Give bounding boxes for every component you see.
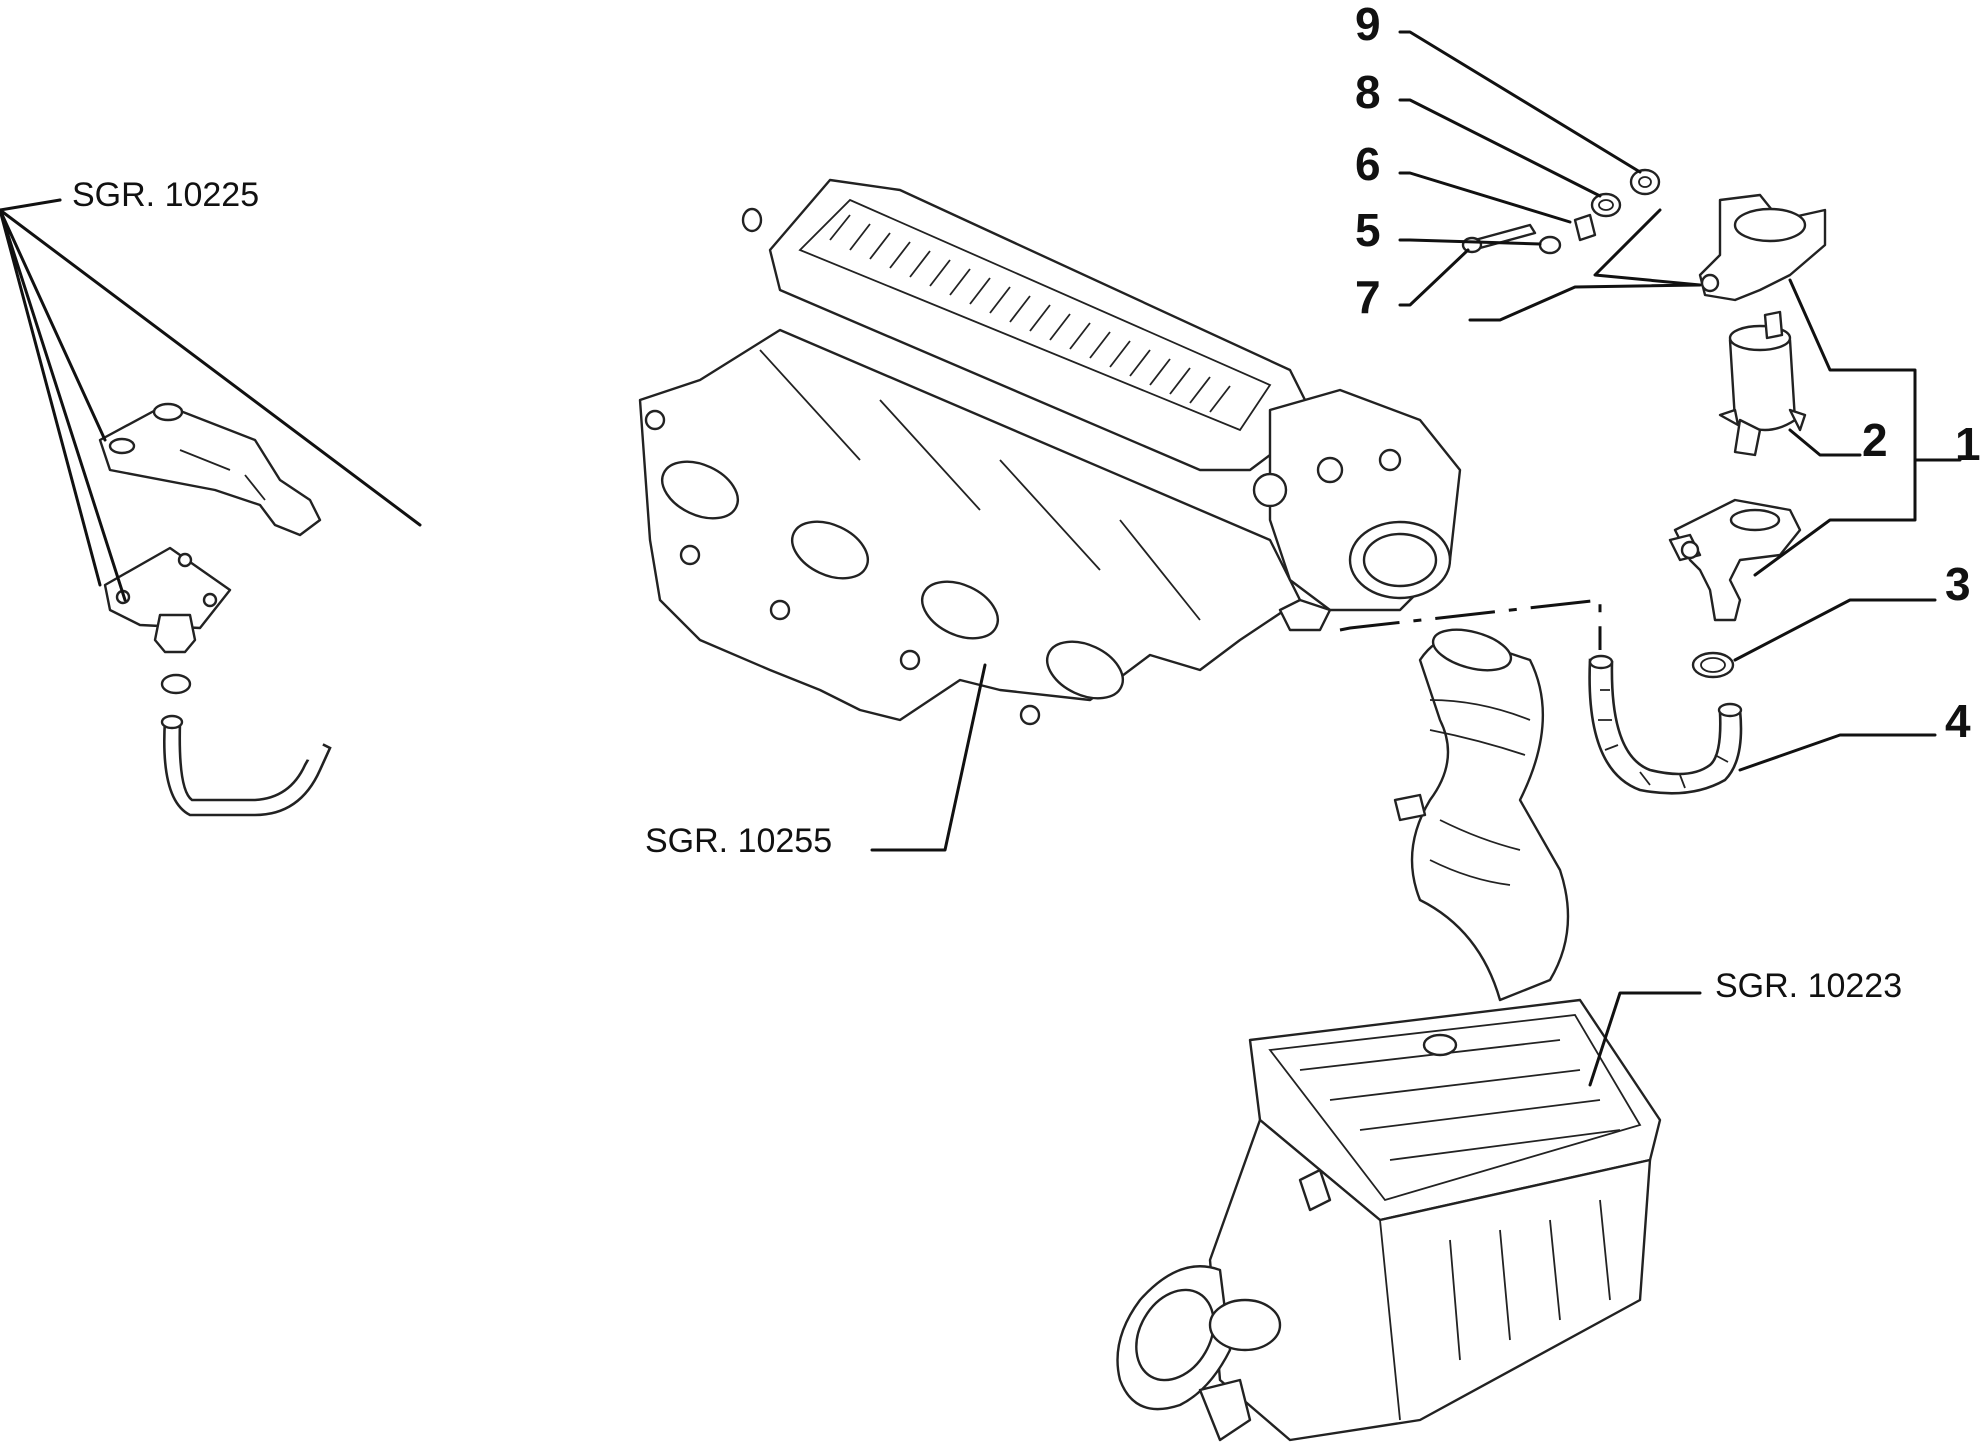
long-vacuum-hose	[302, 179, 763, 760]
callout-7: 7	[1355, 271, 1381, 323]
callout-4: 4	[1945, 695, 1971, 747]
callout-1: 1	[1955, 418, 1981, 470]
idle-air-valve-parts	[1461, 168, 1827, 795]
sgr-10255-label: SGR. 10255	[645, 822, 832, 860]
callout-3: 3	[1945, 558, 1971, 610]
flange-ports	[644, 409, 1124, 726]
callout-8: 8	[1355, 66, 1381, 118]
leader-lines	[0, 30, 1962, 1087]
pressure-sensor-assembly	[98, 402, 332, 817]
air-duct-and-filter	[1116, 628, 1662, 1442]
callout-2: 2	[1862, 414, 1888, 466]
sgr-10223-label: SGR. 10223	[1715, 967, 1902, 1005]
sgr-10225-label: SGR. 10225	[72, 176, 259, 214]
intake-manifold	[638, 178, 1462, 726]
plenum-ribs	[829, 214, 1231, 413]
callout-5: 5	[1355, 204, 1381, 256]
callout-6: 6	[1355, 138, 1381, 190]
callout-9: 9	[1355, 0, 1381, 50]
